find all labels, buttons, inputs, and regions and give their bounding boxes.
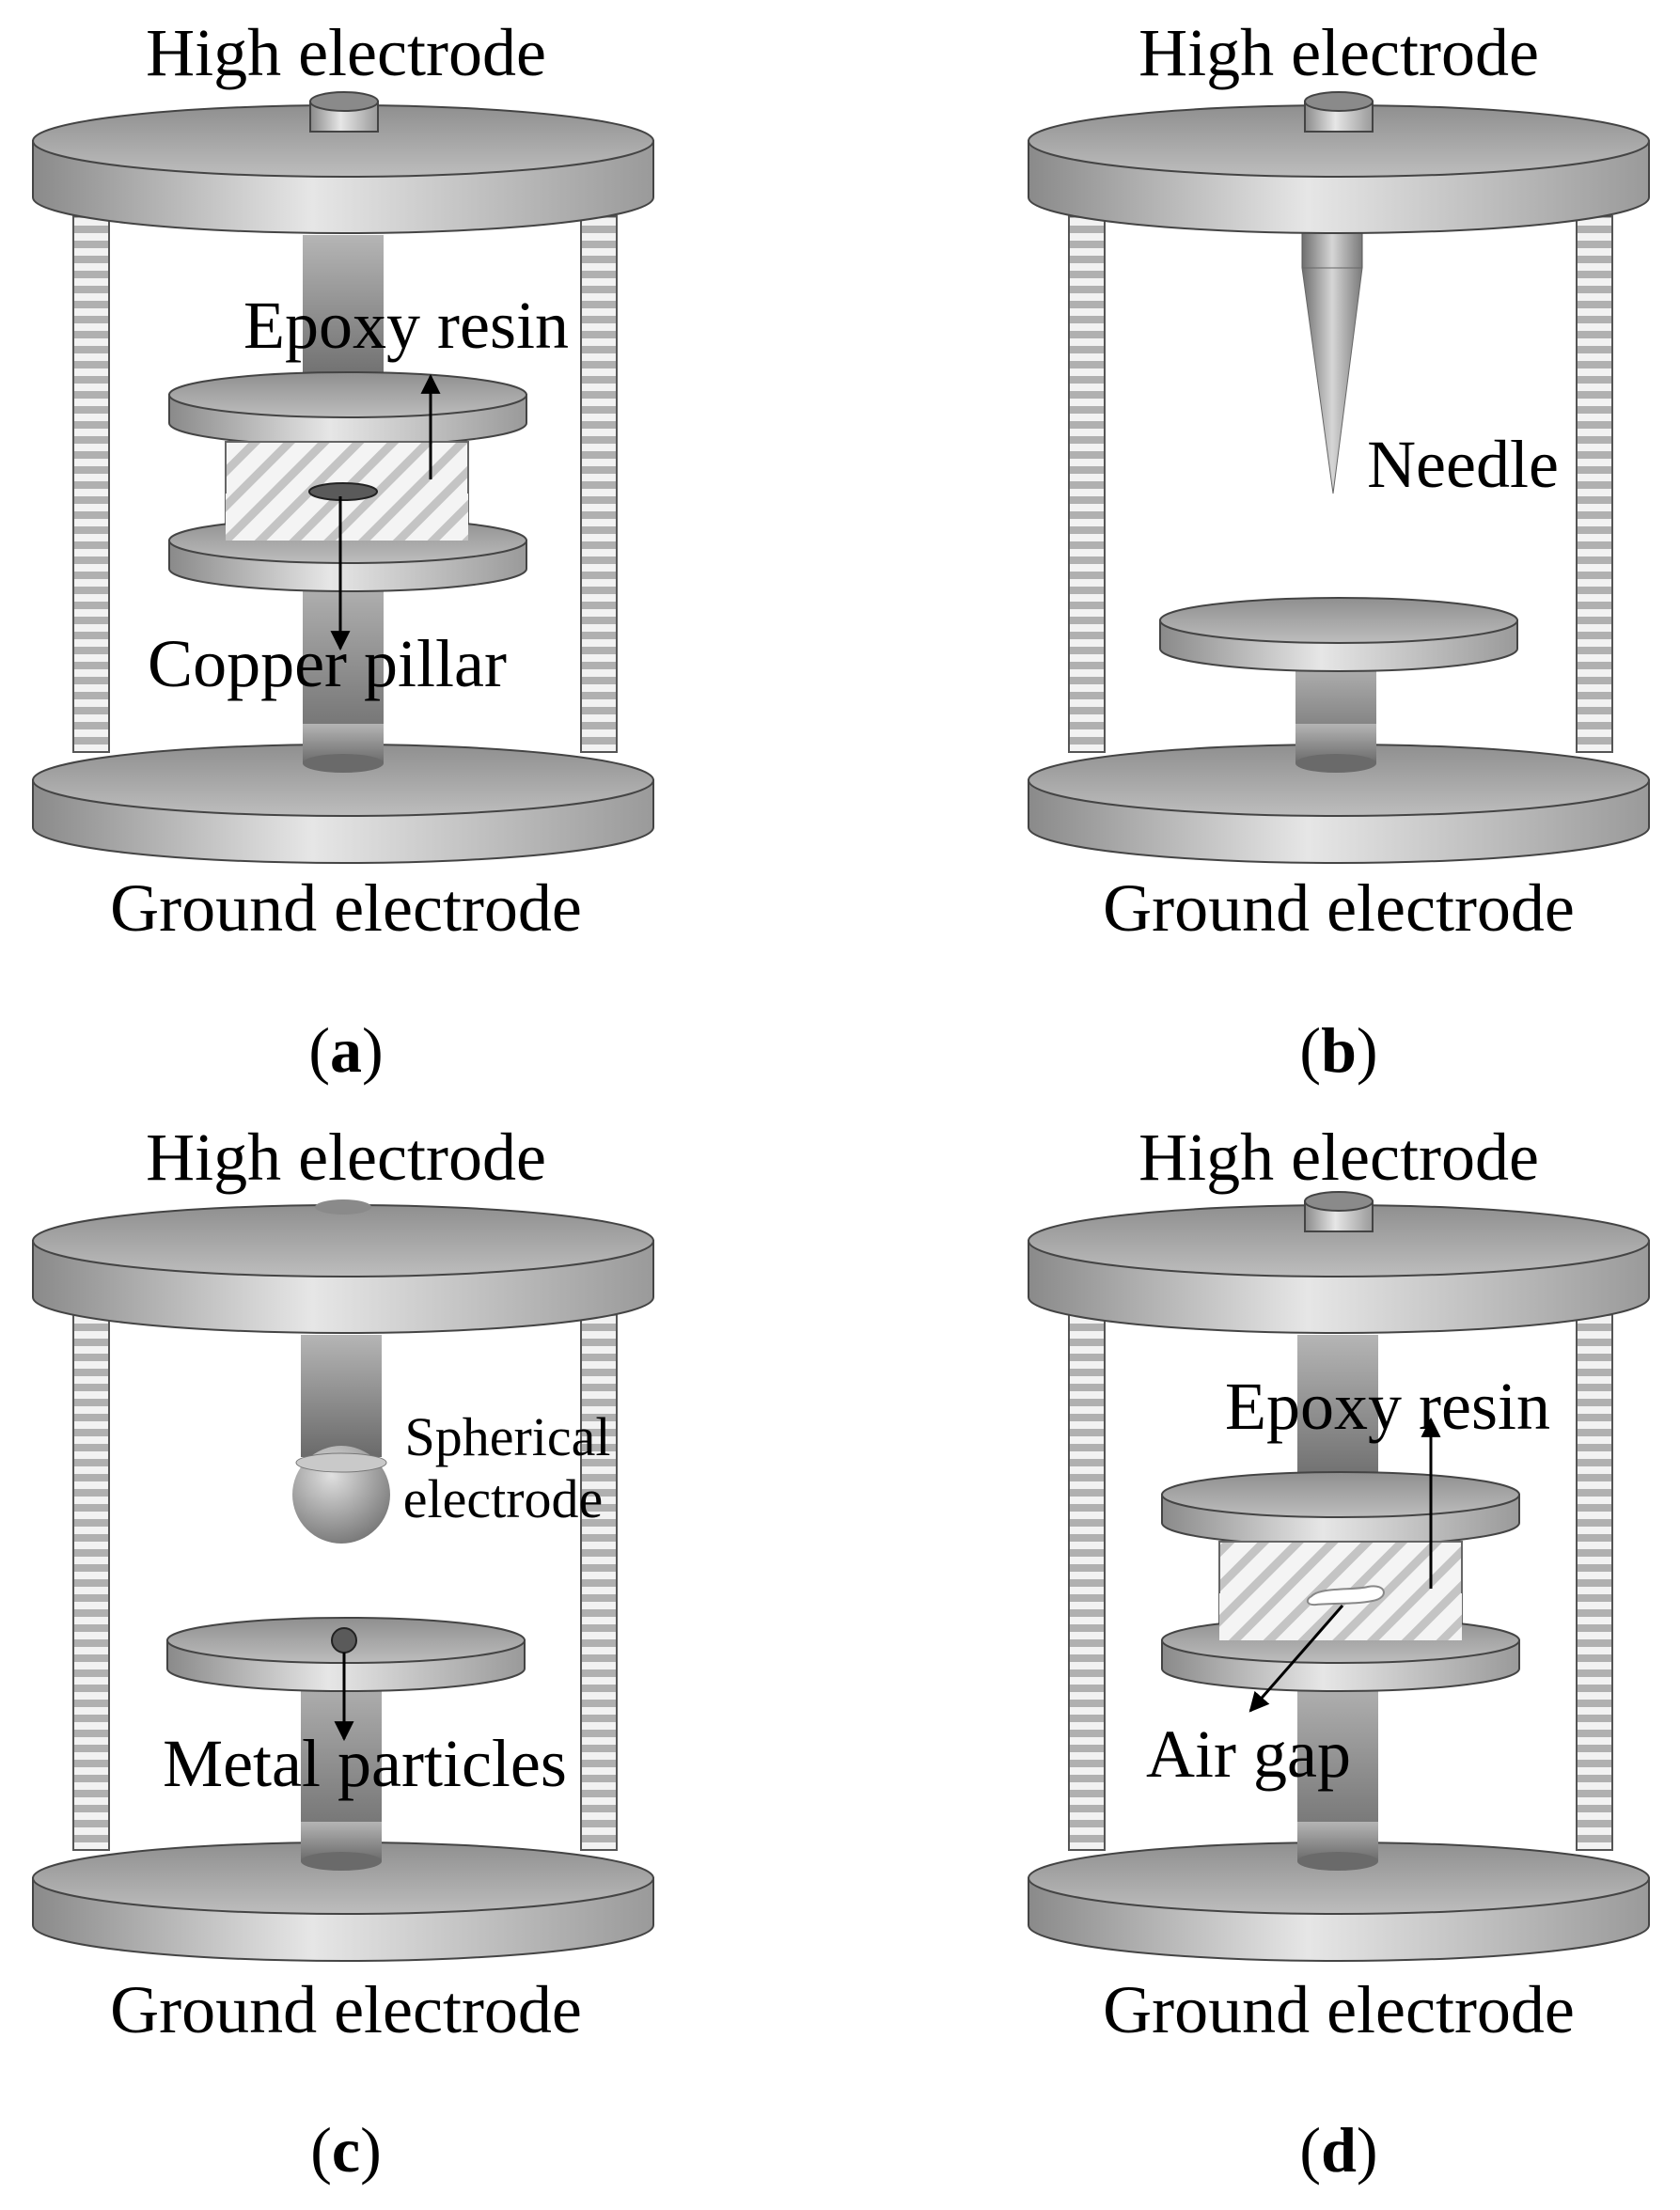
ground-electrode-plate xyxy=(1028,724,1650,864)
panel-d: High electrode Epoxy resin Air gap Groun… xyxy=(1028,1120,1650,2186)
support-rod-left xyxy=(72,215,110,753)
panel-d-letter: d xyxy=(1321,2114,1357,2186)
panel-c-top-label: High electrode xyxy=(146,1120,546,1195)
support-rod-right xyxy=(1576,215,1613,753)
upper-pillar xyxy=(1297,1335,1378,1490)
support-rod-left xyxy=(1068,215,1106,753)
panel-c-particles-label: Metal particles xyxy=(163,1726,567,1801)
panel-b-bottom-label: Ground electrode xyxy=(1103,870,1575,946)
support-rod-left xyxy=(72,1313,110,1851)
plate-electrode xyxy=(1159,597,1518,672)
panel-c-electrode-label: electrode xyxy=(403,1468,604,1529)
particle-plate xyxy=(166,1617,526,1692)
ground-electrode-plate xyxy=(32,724,654,864)
panel-c-spherical-label: Spherical xyxy=(404,1406,610,1467)
high-electrode-plate xyxy=(32,1199,654,1334)
epoxy-sample-with-air-gap xyxy=(1161,1471,1520,1692)
panel-a-top-label: High electrode xyxy=(146,15,546,90)
panel-a-letter: a xyxy=(330,1014,362,1086)
panel-c: High electrode Spherical electrode Metal… xyxy=(32,1120,654,2186)
air-gap-arrow xyxy=(1248,1605,1344,1713)
panel-b: High electrode Needle Ground electrode (… xyxy=(1028,15,1650,1086)
needle-electrode xyxy=(1301,220,1363,494)
high-electrode-plate xyxy=(1028,91,1650,234)
ground-electrode-plate xyxy=(1028,1822,1650,1962)
support-rod-right xyxy=(580,1313,618,1851)
upper-copper-pillar xyxy=(303,235,384,390)
ground-electrode-plate xyxy=(32,1822,654,1962)
epoxy-sample xyxy=(168,371,527,592)
copper-disc-inclusion xyxy=(308,482,378,501)
panel-d-caption: (d) xyxy=(1299,2114,1377,2186)
panel-a-epoxy-label: Epoxy resin xyxy=(243,288,569,363)
panel-b-top-label: High electrode xyxy=(1138,15,1539,90)
air-gap-void xyxy=(1306,1585,1385,1607)
panel-a-caption: (a) xyxy=(308,1014,383,1086)
panel-a-copper-label: Copper pillar xyxy=(148,626,507,701)
panel-b-letter: b xyxy=(1321,1014,1357,1086)
panel-b-caption: (b) xyxy=(1299,1014,1377,1086)
panel-a-bottom-label: Ground electrode xyxy=(110,870,582,946)
panel-c-caption: (c) xyxy=(310,2114,382,2186)
panel-d-epoxy-label: Epoxy resin xyxy=(1225,1369,1550,1444)
panel-c-letter: c xyxy=(332,2114,360,2186)
support-rod-right xyxy=(580,215,618,753)
panel-d-airgap-label: Air gap xyxy=(1146,1716,1351,1792)
high-electrode-plate xyxy=(1028,1191,1650,1334)
spherical-electrode xyxy=(292,1335,390,1544)
metal-particle xyxy=(331,1627,357,1654)
high-electrode-plate xyxy=(32,91,654,234)
panel-d-bottom-label: Ground electrode xyxy=(1103,1972,1575,2047)
panel-b-needle-label: Needle xyxy=(1367,427,1559,502)
panel-c-bottom-label: Ground electrode xyxy=(110,1972,582,2047)
support-rod-right xyxy=(1576,1313,1613,1851)
support-rod-left xyxy=(1068,1313,1106,1851)
panel-d-top-label: High electrode xyxy=(1138,1120,1539,1195)
panel-a: High electrode Epoxy resin Copper pillar… xyxy=(32,15,654,1086)
